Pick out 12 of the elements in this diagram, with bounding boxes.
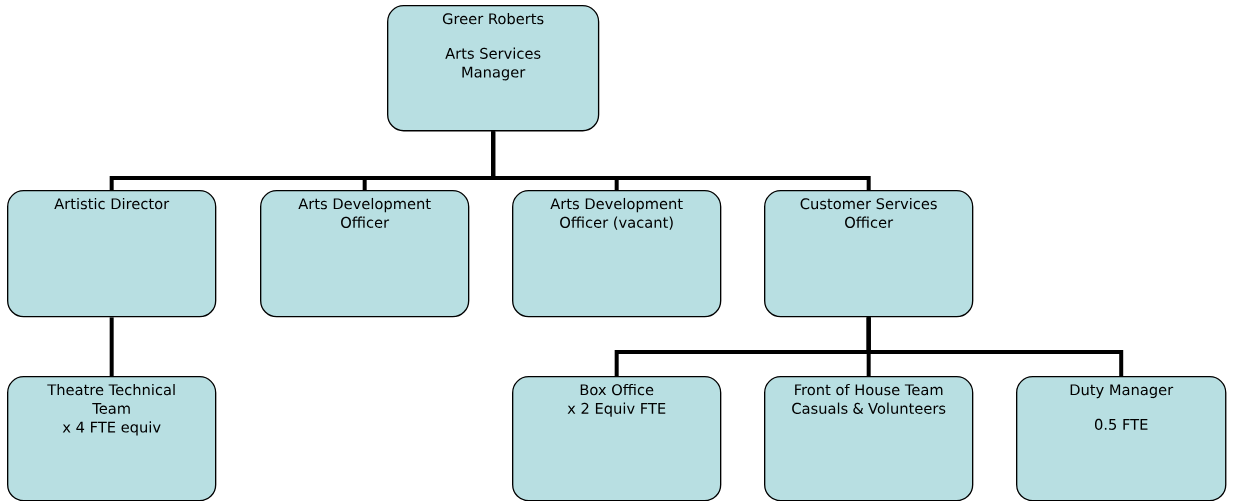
org-box: Arts Development Officer — [260, 190, 470, 318]
org-box: Duty Manager 0.5 FTE — [1016, 376, 1227, 501]
org-box: Greer Roberts Arts Services Manager — [387, 5, 600, 132]
org-box: Arts Development Officer (vacant) — [512, 190, 722, 318]
org-box: Theatre Technical Team x 4 FTE equiv — [7, 376, 217, 501]
org-box: Artistic Director — [7, 190, 217, 318]
org-box: Customer Services Officer — [764, 190, 974, 318]
connector-line — [866, 317, 1124, 376]
connector-line — [109, 317, 114, 376]
connector-line — [491, 131, 871, 190]
org-box: Box Office x 2 Equiv FTE — [512, 376, 722, 501]
org-box: Front of House Team Casuals & Volunteers — [764, 376, 974, 501]
